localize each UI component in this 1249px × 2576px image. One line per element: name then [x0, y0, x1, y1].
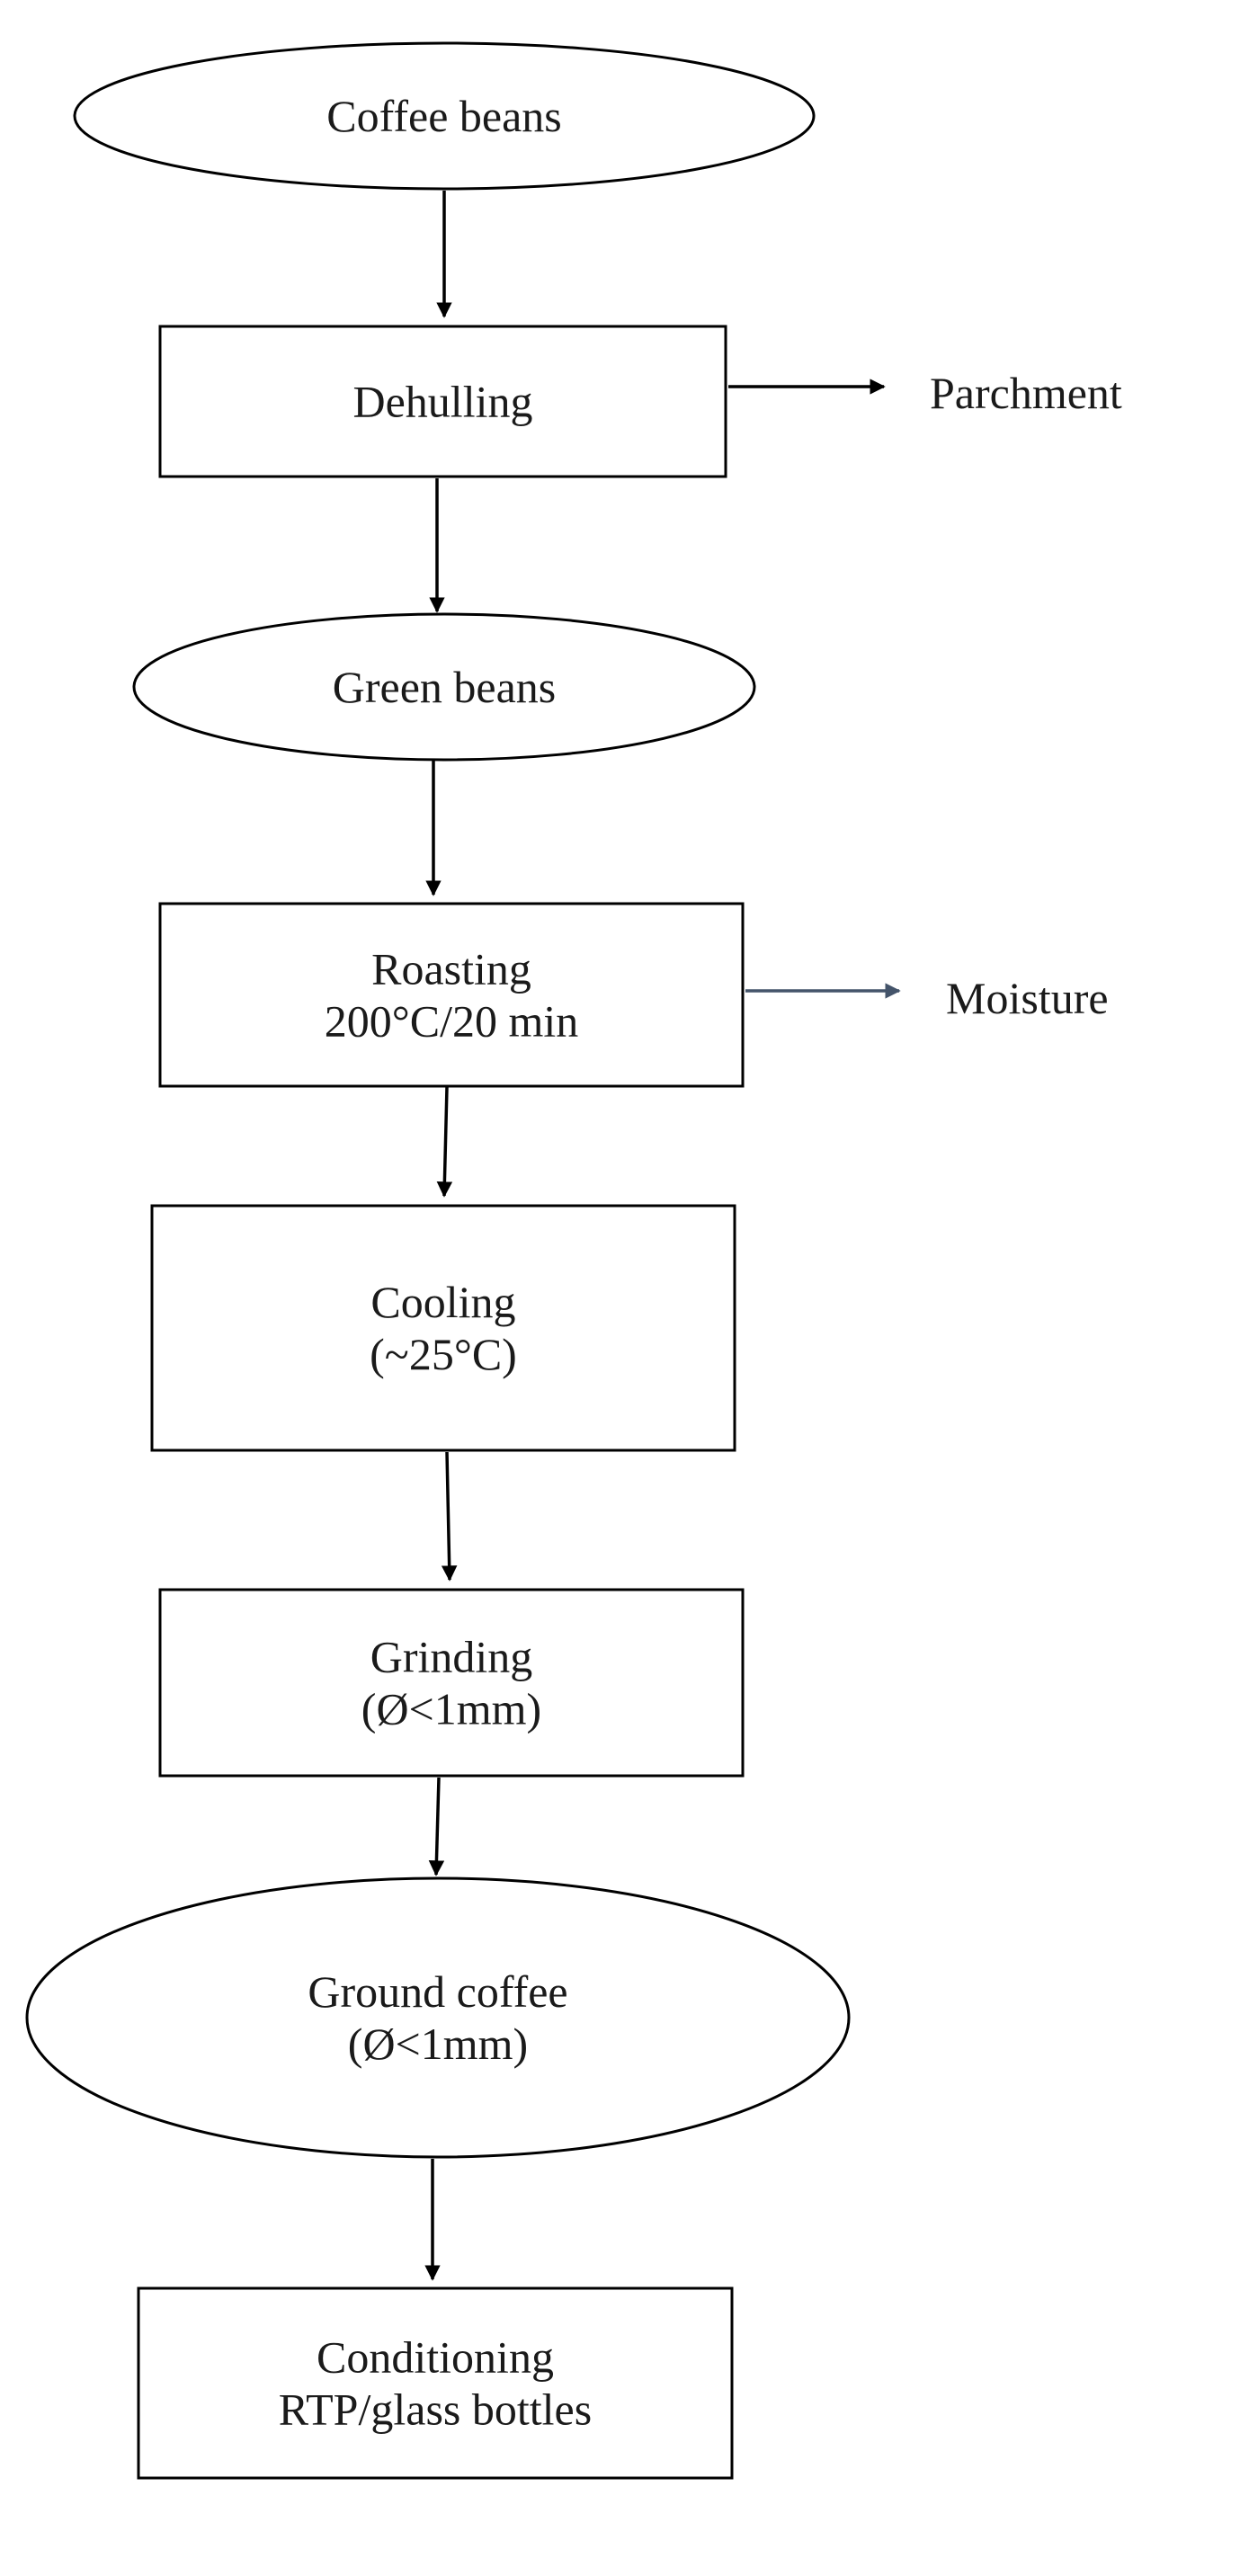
arrow-cooling-to-grinding — [441, 1451, 458, 1582]
cooling-box — [150, 1204, 736, 1452]
conditioning-box — [137, 2286, 734, 2480]
roasting-box — [158, 902, 745, 1088]
green-beans-ellipse — [132, 612, 756, 762]
arrow-grinding-to-ground-coffee — [428, 1777, 445, 1876]
conditioning-label-line-2: RTP/glass bottles — [279, 2384, 592, 2435]
coffee-beans-ellipse — [73, 41, 816, 191]
dehulling-box — [158, 325, 727, 478]
roasting-label-line-2: 200°C/20 min — [325, 996, 579, 1047]
green-beans-label-line-1: Green beans — [333, 662, 557, 712]
ground-coffee-label-line-2: (Ø<1mm) — [348, 2019, 528, 2069]
roasting-label-line-1: Roasting — [371, 944, 531, 994]
dehulling-label-line-1: Dehulling — [353, 377, 533, 427]
grinding-box — [158, 1588, 745, 1778]
node-ground-coffee: Ground coffee(Ø<1mm) — [25, 1876, 851, 2159]
node-grinding: Grinding(Ø<1mm) — [158, 1588, 745, 1778]
ground-coffee-ellipse — [25, 1876, 851, 2159]
grinding-label-line-1: Grinding — [370, 1632, 533, 1682]
node-dehulling: Dehulling — [158, 325, 727, 478]
cooling-label-line-2: (~25°C) — [370, 1329, 517, 1379]
node-coffee-beans: Coffee beans — [73, 41, 816, 191]
arrow-roasting-to-cooling — [436, 1086, 453, 1198]
conditioning-label-line-1: Conditioning — [317, 2332, 554, 2383]
grinding-label-line-2: (Ø<1mm) — [361, 1684, 541, 1734]
coffee-beans-label-line-1: Coffee beans — [326, 91, 561, 141]
side-output-parchment: Parchment — [930, 368, 1122, 418]
ground-coffee-label-line-1: Ground coffee — [308, 1966, 567, 2017]
edges-layer — [424, 191, 901, 2281]
node-green-beans: Green beans — [132, 612, 756, 762]
node-cooling: Cooling(~25°C) — [150, 1204, 736, 1452]
side-output-moisture: Moisture — [946, 973, 1109, 1023]
cooling-label-line-1: Cooling — [370, 1277, 515, 1327]
